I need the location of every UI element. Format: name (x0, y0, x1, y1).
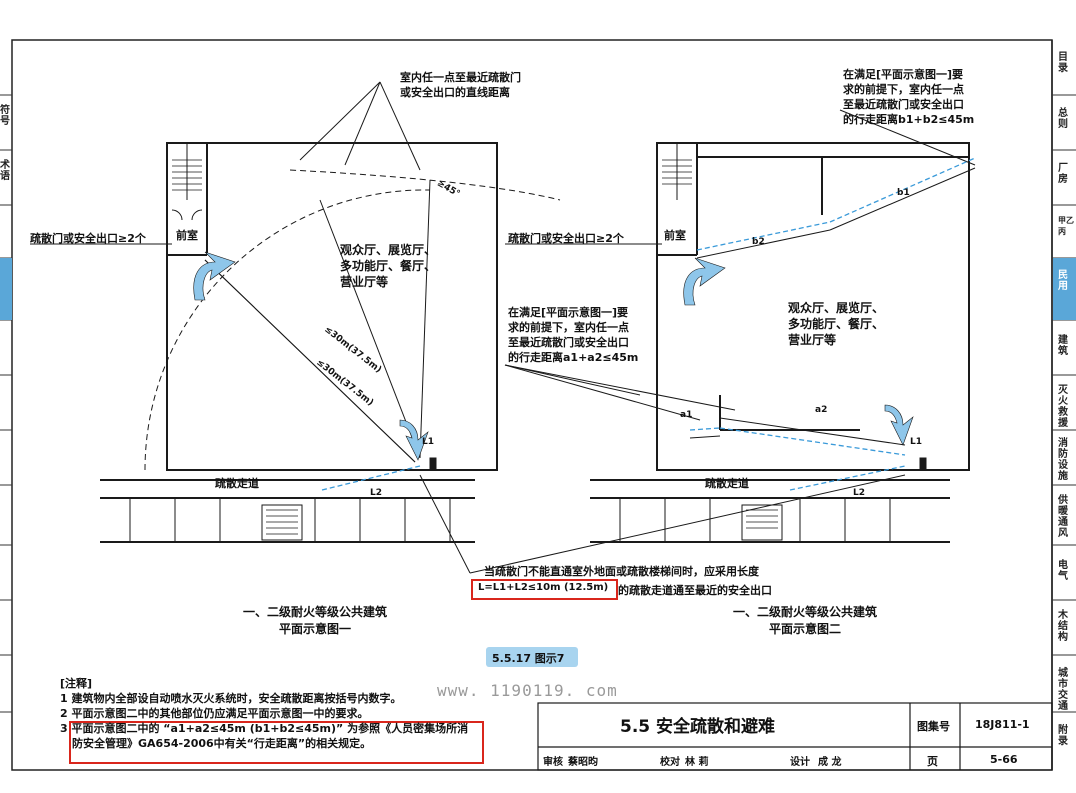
atlas-number-label: 图集号 (917, 720, 950, 733)
figure-number-badge (486, 647, 578, 667)
tab-timber[interactable]: 木结构 (1058, 610, 1068, 643)
review-label: 审核 (543, 757, 563, 768)
formula-highlight (471, 579, 618, 600)
notes-heading: [注释] (60, 677, 93, 690)
check-label: 校对 (660, 757, 680, 768)
page-number: 5-66 (990, 753, 1018, 766)
walking-path (689, 157, 976, 491)
tab-electrical[interactable]: 电气 (1058, 560, 1068, 582)
plan-one (100, 142, 498, 543)
segment-b1-label: b1 (897, 188, 910, 198)
note-highlight (69, 721, 484, 764)
hall-label: 观众厅、展览厅、 多功能厅、餐厅、 营业厅等 (340, 243, 437, 289)
tab-classes[interactable]: 甲乙丙 (1058, 216, 1074, 236)
plan-two (590, 142, 970, 543)
page-label: 页 (927, 755, 938, 768)
segment-l1-label: L1 (910, 437, 922, 447)
hall-label: 观众厅、展览厅、 多功能厅、餐厅、 营业厅等 (788, 301, 885, 347)
tab-terms[interactable]: 术语 (0, 160, 10, 182)
corridor-label: 疏散走道 (705, 477, 749, 490)
exit-arrow-icon (193, 251, 236, 301)
corridor-note: 的疏散走道通至最近的安全出口 (618, 584, 772, 597)
segment-l2-label: L2 (853, 488, 865, 498)
note-item: 防安全管理》GA654-2006中有关“行走距离”的相关规定。 (72, 737, 372, 750)
note-item: 3 平面示意图二中的 “a1+a2≤45m (b1+b2≤45m)” 为参照《人… (60, 722, 469, 735)
review-name: 蔡昭昀 (568, 757, 598, 768)
a-walking-rule-label: 在满足[平面示意图一]要 求的前提下，室内任一点 至最近疏散门或安全出口 的行走… (508, 306, 639, 364)
tab-building[interactable]: 建筑 (1058, 335, 1068, 357)
b-walking-rule-label: 在满足[平面示意图一]要 求的前提下，室内任一点 至最近疏散门或安全出口 的行走… (843, 68, 975, 126)
anteroom-label: 前室 (664, 229, 686, 242)
straight-distance-label: 室内任一点至最近疏散门 或安全出口的直线距离 (400, 71, 521, 99)
notes-block: [注释] 1 建筑物内全部设自动喷水灭火系统时，安全疏散距离按括号内数字。 2 … (60, 676, 468, 751)
tab-contents[interactable]: 目录 (1058, 52, 1068, 74)
design-name: 成 龙 (818, 757, 842, 768)
note-item: 2 平面示意图二中的其他部位仍应满足平面示意图一中的要求。 (60, 707, 369, 720)
exit-arrow-icon (884, 404, 914, 446)
tab-symbols[interactable]: 符号 (0, 105, 10, 127)
segment-a1-label: a1 (680, 410, 693, 420)
segment-l2-label: L2 (370, 488, 382, 498)
active-tab-marker (1053, 258, 1076, 320)
segment-b2-label: b2 (752, 237, 765, 247)
tab-general[interactable]: 总则 (1058, 108, 1068, 130)
plan-one-details (129, 143, 451, 542)
check-name: 林 莉 (685, 757, 709, 768)
tab-traffic[interactable]: 城市交通 (1058, 668, 1068, 712)
figure-number: 5.5.17 图示7 (492, 652, 565, 665)
tab-rescue[interactable]: 灭火救援 (1058, 385, 1068, 429)
exit-count-label: 疏散门或安全出口≥2个 (30, 232, 146, 245)
tab-appendix[interactable]: 附录 (1058, 725, 1068, 747)
corridor-note: 当疏散门不能直通室外地面或疏散楼梯间时，应采用长度 (484, 565, 759, 578)
caption-plan-two: 一、二级耐火等级公共建筑 平面示意图二 (732, 605, 877, 636)
section-title: 5.5 安全疏散和避难 (620, 717, 776, 737)
corridor-formula: L=L1+L2≤10m (12.5m) (478, 582, 609, 593)
caption-plan-one: 一、二级耐火等级公共建筑 平面示意图一 (242, 605, 387, 636)
plan-two-details (504, 109, 976, 542)
exit-arrow-icon (683, 257, 726, 306)
note-item: 1 建筑物内全部设自动喷水灭火系统时，安全疏散距离按括号内数字。 (60, 692, 402, 705)
watermark: www. 1190119. com (437, 681, 618, 700)
segment-a2-label: a2 (815, 405, 828, 415)
segment-l1-label: L1 (422, 437, 434, 447)
atlas-number: 18J811-1 (975, 718, 1030, 731)
design-label: 设计 (790, 757, 810, 768)
tab-factory[interactable]: 厂房 (1058, 163, 1068, 185)
exit-arrow-icon (399, 419, 429, 461)
corridor-label: 疏散走道 (215, 477, 259, 490)
tab-civil[interactable]: 民用 (1058, 270, 1068, 292)
anteroom-label: 前室 (176, 229, 198, 242)
tab-facilities[interactable]: 消防设施 (1058, 438, 1068, 482)
title-block (537, 702, 1053, 771)
tab-hvac[interactable]: 供暖通风 (1058, 495, 1068, 539)
exit-count-label: 疏散门或安全出口≥2个 (508, 232, 624, 245)
